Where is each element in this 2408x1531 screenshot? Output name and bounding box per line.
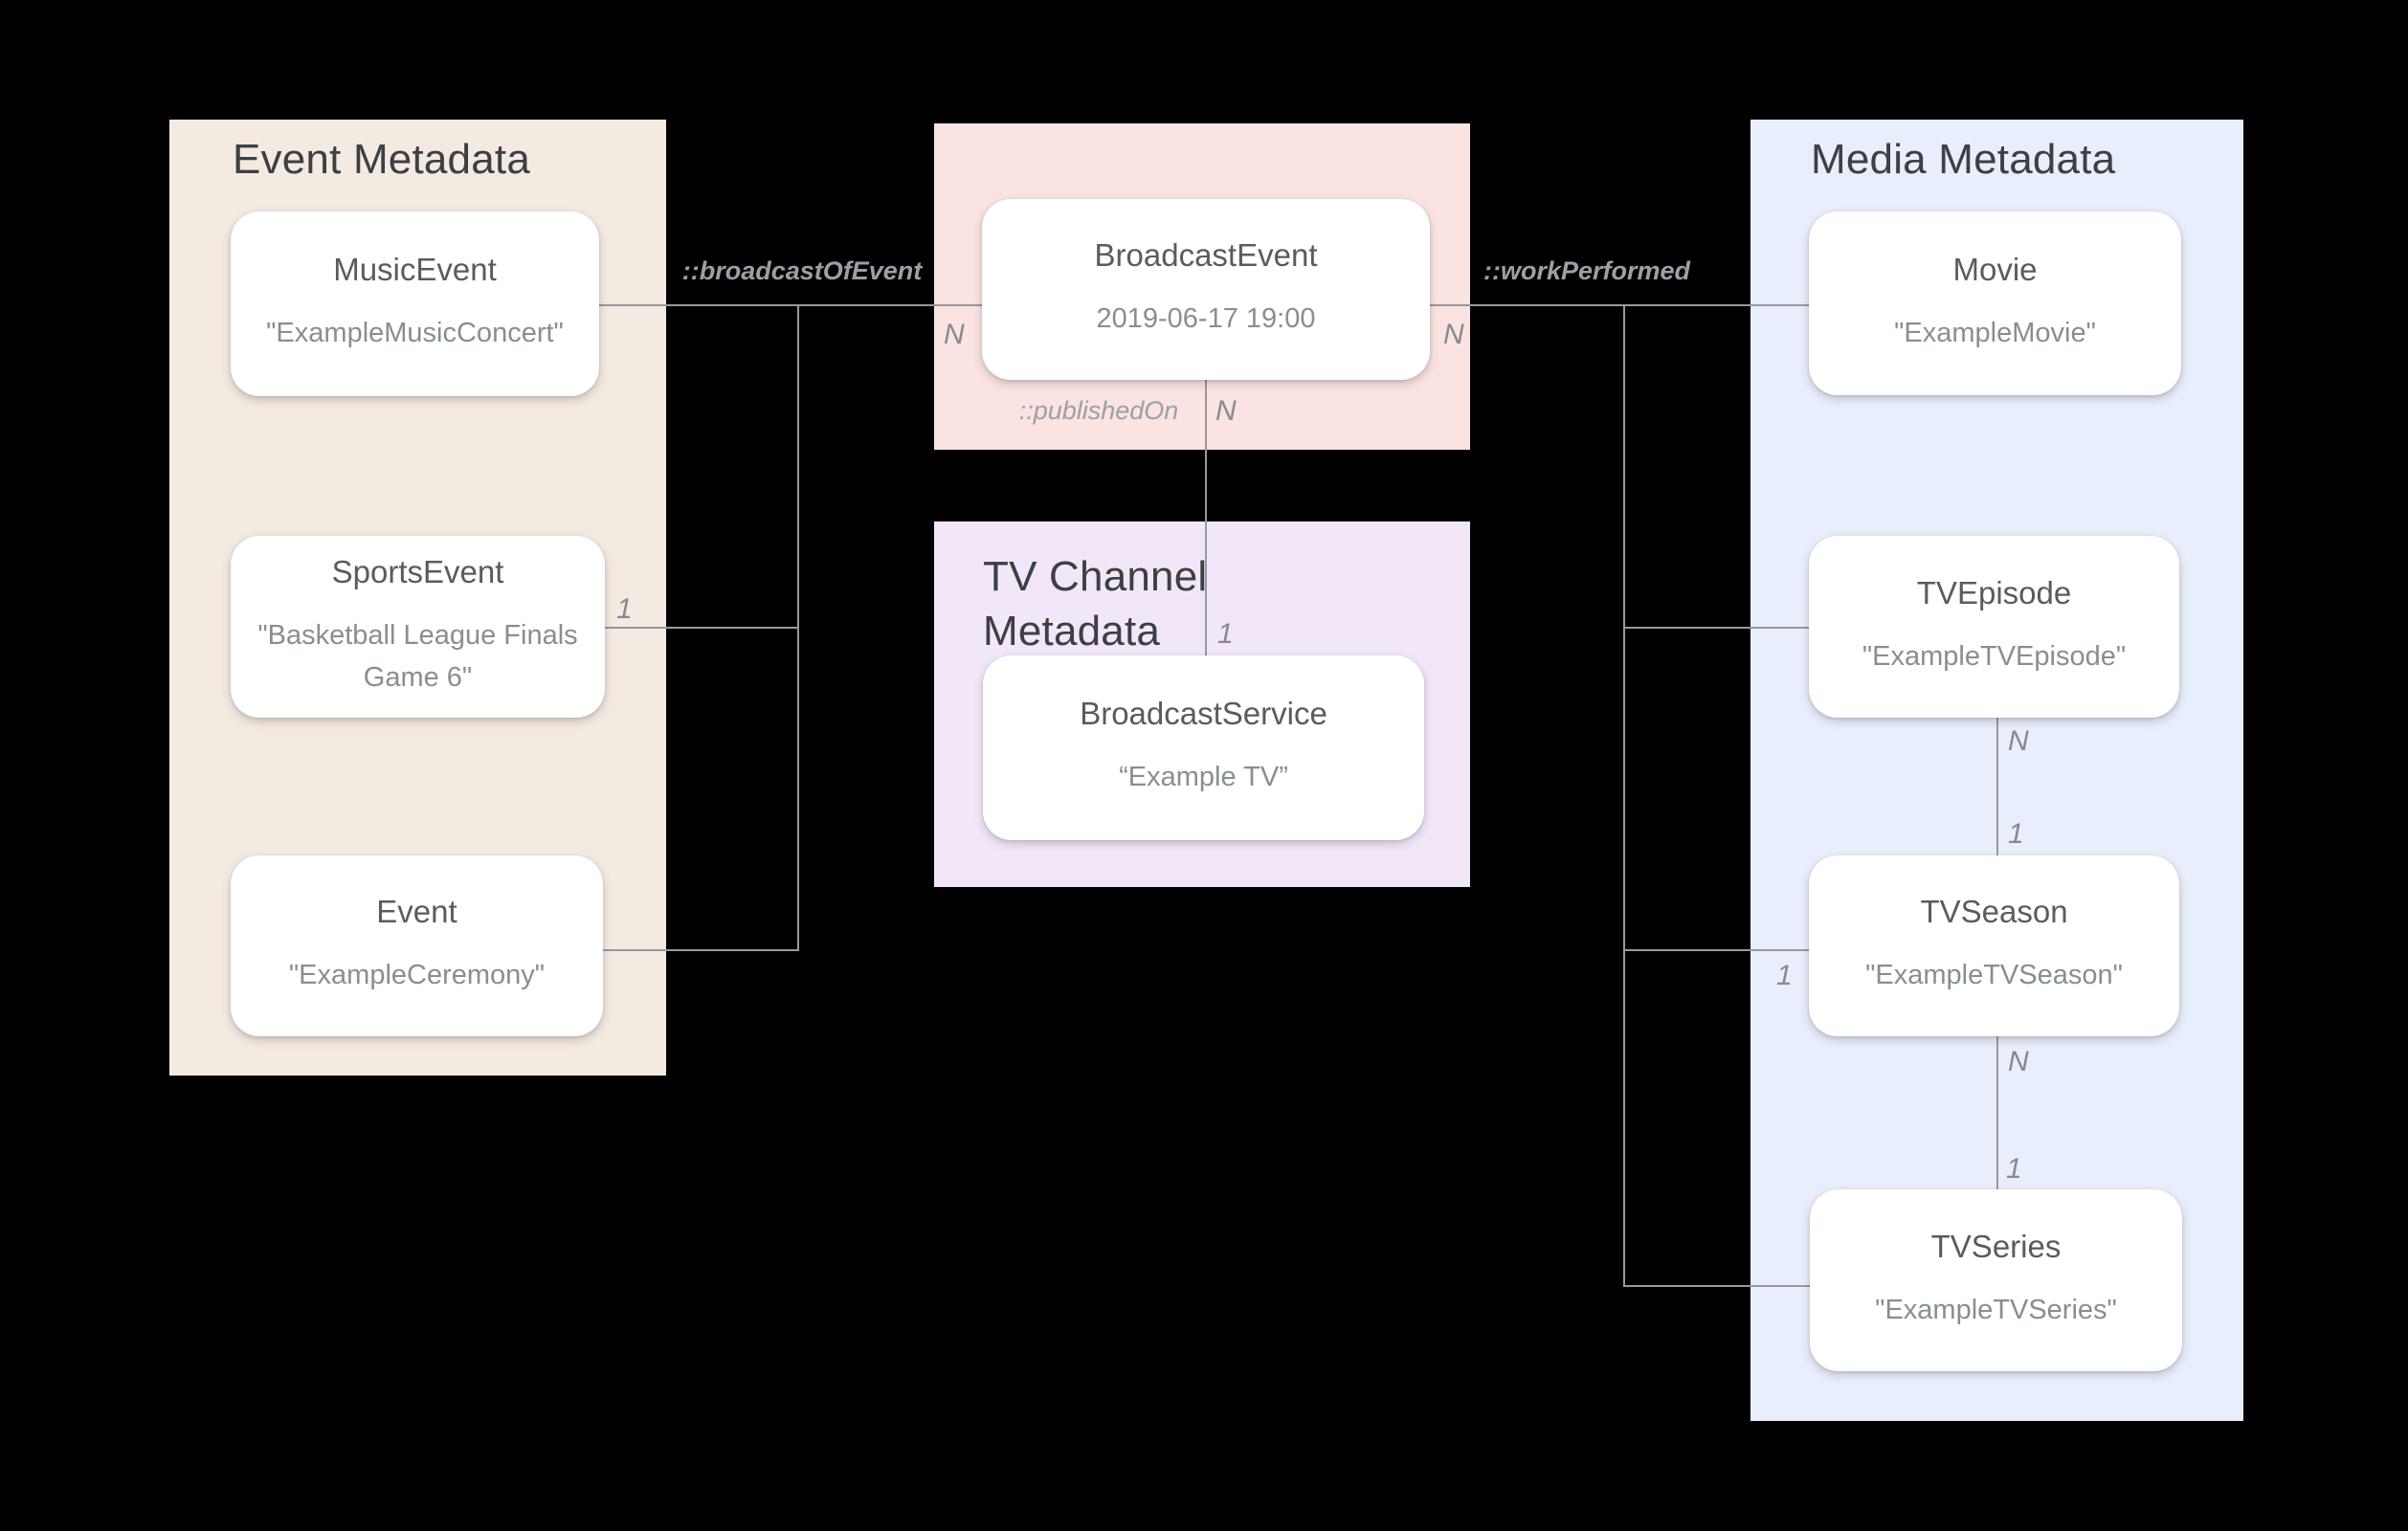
panel-title-event-metadata: Event Metadata <box>233 136 530 183</box>
node-value: "Basketball League Finals Game 6" <box>257 620 578 693</box>
edge-label-work-performed: ::workPerformed <box>1483 256 1691 285</box>
node-tv-season: TVSeason "ExampleTVSeason" <box>1809 855 2179 1036</box>
node-broadcast-event: BroadcastEvent 2019-06-17 19:00 <box>982 199 1430 380</box>
connector-left-junction-vertical <box>797 304 799 951</box>
connector-event-branch <box>603 949 797 951</box>
cardinality-broadcastevent-left-n: N <box>944 319 965 350</box>
node-title: BroadcastService <box>1080 696 1327 732</box>
connector-tvepisode-branch <box>1625 627 1809 629</box>
panel-title-tv-channel-metadata: TV Channel Metadata <box>983 553 1208 655</box>
node-title: Movie <box>1952 251 2038 287</box>
edge-label-published-on: ::publishedOn <box>1018 396 1179 425</box>
connector-tvseason-branch <box>1625 949 1809 951</box>
node-value: "ExampleCeremony" <box>288 960 546 991</box>
node-value: "ExampleTVSeason" <box>1865 960 2123 991</box>
cardinality-episode-season-n: N <box>2008 725 2029 757</box>
cardinality-season-series-1: 1 <box>2006 1153 2022 1185</box>
edge-label-broadcast-of-event: ::broadcastOfEvent <box>681 256 923 285</box>
connector-musicevent-broadcastevent <box>599 304 982 306</box>
node-title: SportsEvent <box>331 553 504 589</box>
node-tv-series: TVSeries "ExampleTVSeries" <box>1810 1189 2182 1371</box>
node-value: 2019-06-17 19:00 <box>1096 303 1316 335</box>
node-tv-episode: TVEpisode "ExampleTVEpisode" <box>1809 536 2179 718</box>
connector-tvseason-tvseries <box>1996 1036 1998 1189</box>
cardinality-episode-season-1: 1 <box>2008 818 2024 850</box>
connector-tvseries-branch <box>1625 1285 1810 1287</box>
node-title: TVSeries <box>1930 1228 2062 1264</box>
node-movie: Movie "ExampleMovie" <box>1809 211 2181 395</box>
node-value: "ExampleTVEpisode" <box>1862 640 2127 672</box>
node-title: MusicEvent <box>333 252 497 288</box>
node-value: "ExampleMovie" <box>1894 317 2096 348</box>
cardinality-published-on-n: N <box>1215 395 1237 427</box>
connector-right-junction-vertical <box>1623 304 1625 1287</box>
cardinality-published-on-1: 1 <box>1217 618 1234 650</box>
node-value: "ExampleMusicConcert" <box>266 318 564 349</box>
node-broadcast-service: BroadcastService “Example TV” <box>983 655 1424 840</box>
node-title: TVSeason <box>1920 894 2068 930</box>
connector-broadcastevent-movie <box>1430 304 1809 306</box>
cardinality-season-series-n: N <box>2008 1046 2029 1077</box>
node-music-event: MusicEvent "ExampleMusicConcert" <box>231 211 599 396</box>
node-title: BroadcastEvent <box>1094 237 1318 274</box>
cardinality-broadcastevent-right-n: N <box>1443 319 1464 350</box>
connector-tvepisode-tvseason <box>1996 718 1998 855</box>
connector-sportsevent-branch <box>605 627 797 629</box>
node-value: "ExampleTVSeries" <box>1875 1294 2117 1325</box>
cardinality-sportsevent-1: 1 <box>616 593 633 625</box>
panel-title-media-metadata: Media Metadata <box>1811 136 2116 183</box>
node-value: “Example TV” <box>1119 762 1288 793</box>
node-event: Event "ExampleCeremony" <box>231 855 603 1036</box>
node-title: Event <box>376 894 457 930</box>
node-title: TVEpisode <box>1916 574 2072 610</box>
node-sports-event: SportsEvent "Basketball League Finals Ga… <box>231 536 605 718</box>
connector-broadcastevent-broadcastservice <box>1205 380 1207 655</box>
cardinality-tvseason-left-1: 1 <box>1776 960 1793 991</box>
